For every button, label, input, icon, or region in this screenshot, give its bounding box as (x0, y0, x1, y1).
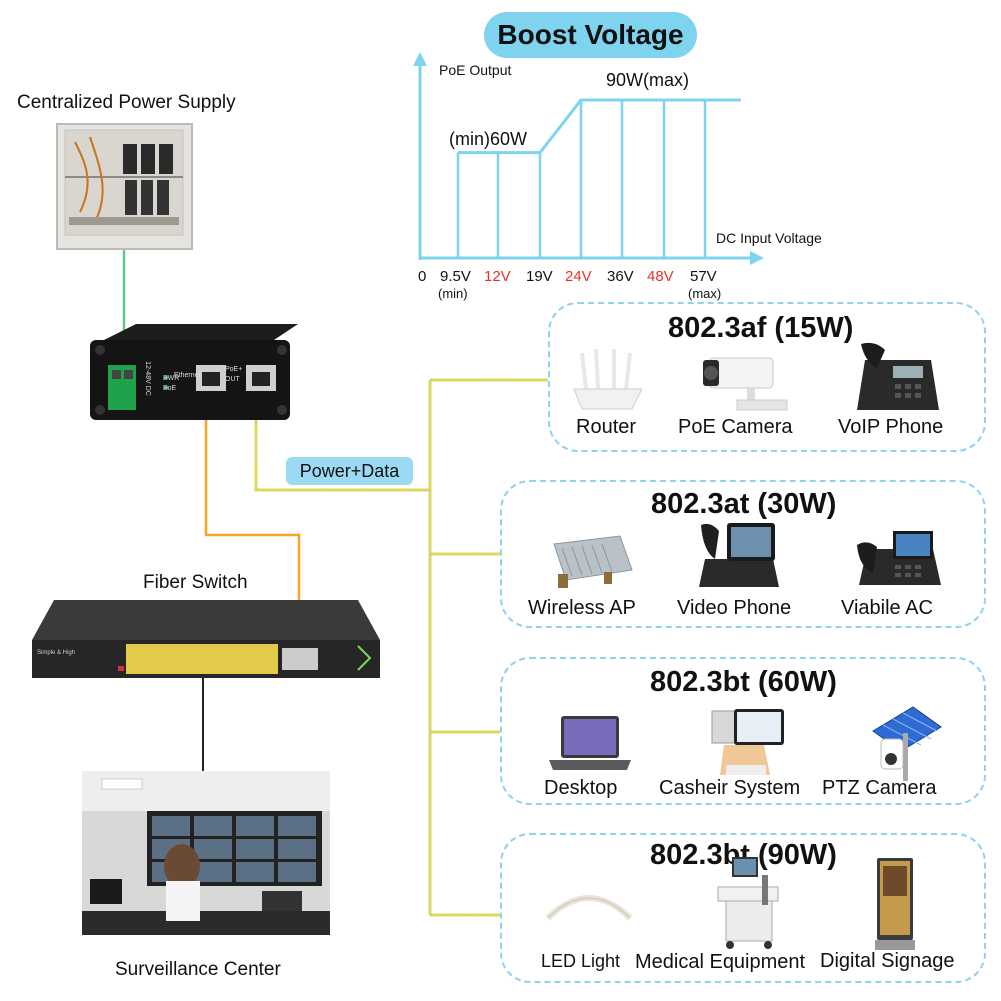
y-axis-label: PoE Output (439, 62, 512, 78)
x-tick-label: 36V (607, 268, 634, 285)
device-label: Medical Equipment (635, 951, 806, 973)
injector-dc-label: 12-48V DC (143, 361, 151, 396)
surveillance-center-image (82, 771, 330, 935)
surveillance-center-label: Surveillance Center (115, 959, 281, 980)
device-label: Viabile AC (841, 597, 933, 619)
injector-pwr-label: PWR (163, 375, 180, 382)
router-icon (573, 348, 643, 410)
ethernet-cable (204, 392, 301, 650)
medical-equipment-icon (717, 857, 779, 949)
x-tick-label: 24V (565, 268, 592, 285)
injector-poe-label: PoE (163, 385, 177, 392)
x-tick-label: 12V (484, 268, 511, 285)
x-tick-label: 57V (690, 268, 717, 285)
x-tick-label: 9.5V (440, 268, 471, 285)
digital-signage-icon (875, 858, 915, 950)
x-tick-label: 0 (418, 268, 427, 285)
injector-poeplus-label: PoE+ (225, 366, 243, 373)
chart-title: Boost Voltage (484, 12, 697, 58)
injector-out-label: OUT (225, 376, 240, 383)
device-label: Router (576, 416, 637, 438)
device-label: Digital Signage (820, 950, 955, 972)
cashier-system-icon (711, 709, 784, 775)
device-label: PoE Camera (678, 416, 793, 438)
category-title: 802.3af (15W) (668, 312, 854, 344)
led-light-icon (545, 895, 633, 921)
injector-ethernet-label: Ethernet (174, 372, 201, 379)
wireless-ap-icon (553, 535, 633, 588)
viabile-ac-icon (857, 531, 941, 585)
power-supply-label: Centralized Power Supply (17, 92, 236, 113)
device-label: VoIP Phone (838, 416, 944, 438)
video-phone-icon (699, 523, 779, 587)
category-title: 802.3bt (60W) (650, 666, 837, 698)
fiber-switch-label: Fiber Switch (143, 572, 248, 593)
x-tick-sublabel: (min) (438, 286, 468, 301)
ptz-camera-icon (872, 706, 942, 781)
power-supply-cabinet-icon (56, 123, 193, 250)
boost-voltage-chart (413, 52, 764, 265)
device-label: Casheir System (659, 777, 801, 799)
poe-camera-icon (703, 357, 788, 411)
power-data-label: Power+Data (286, 457, 413, 485)
fiber-switch-icon (32, 600, 380, 678)
x-axis-arrow (750, 251, 764, 265)
device-label: PTZ Camera (822, 777, 937, 799)
voip-phone-icon (857, 342, 939, 410)
device-label: LED Light (541, 951, 621, 971)
y-axis-arrow (413, 52, 427, 66)
category-title: 802.3at (30W) (651, 488, 837, 520)
laptop-icon (549, 716, 631, 770)
device-label: Desktop (544, 777, 618, 799)
device-label: Wireless AP (528, 597, 636, 619)
max-annotation: 90W(max) (606, 70, 690, 90)
min-annotation: (min)60W (449, 129, 528, 149)
switch-brand-text: Simple & High (37, 650, 76, 656)
poe-injector-icon (90, 324, 298, 420)
series-line (458, 98, 741, 155)
device-label: Video Phone (677, 597, 792, 619)
x-tick-label: 48V (647, 268, 674, 285)
x-axis-label: DC Input Voltage (716, 230, 822, 246)
x-tick-label: 19V (526, 268, 553, 285)
x-tick-sublabel: (max) (688, 286, 722, 301)
